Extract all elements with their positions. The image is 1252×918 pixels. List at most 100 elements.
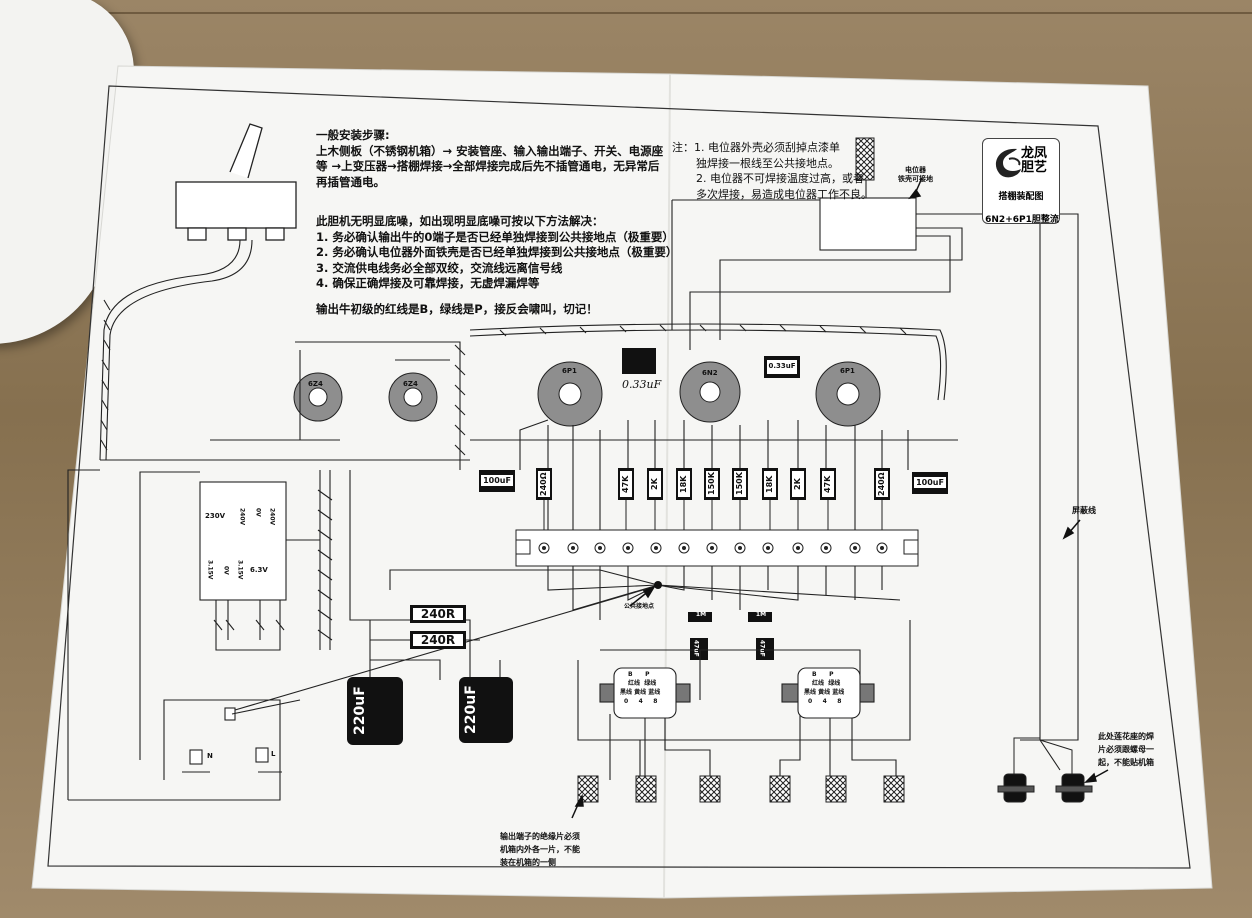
pot-note: 注：1. 电位器外壳必须刮掉点漆单 独焊接一根线至公共接地点。 2. 电位器不可…	[672, 140, 872, 202]
vertical-resistor-group	[536, 468, 890, 530]
brand-name: 龙凤胆艺	[1021, 146, 1048, 175]
rectifier-tube-2	[388, 372, 438, 422]
tap-bottom: 6.3V	[250, 566, 268, 574]
cap-220uf-left	[347, 677, 403, 745]
output-transformer-left	[599, 667, 691, 719]
tap-top: 0V	[254, 508, 262, 517]
tube-label-rect-1: 6Z4	[308, 380, 323, 388]
ot-tap: B	[628, 671, 633, 678]
install-steps: 一般安装步骤: 上木侧板（不锈钢机箱）→ 安装管座、输入输出端子、开关、电源座 …	[316, 128, 663, 190]
coupling-cap-label: 0.33uF	[768, 362, 796, 370]
install-steps-title: 一般安装步骤:	[316, 128, 390, 142]
common-ground-point	[654, 581, 662, 589]
power-transformer	[199, 481, 287, 601]
ot-tap: 4	[822, 698, 827, 705]
hum-tip-line: 2. 务必确认电位器外面铁壳是否已经单独焊接到公共接地点（极重要）	[316, 245, 678, 259]
cap-47uf-label: 47uF	[758, 640, 766, 657]
vertical-resistor-label: 240Ω	[539, 472, 548, 496]
vertical-resistor-label: 47K	[621, 475, 630, 493]
ot-tap: 0	[624, 698, 629, 705]
vertical-resistor-label: 150K	[735, 472, 744, 496]
ot-wire: 蓝线	[648, 689, 661, 696]
speaker-terminal	[699, 775, 721, 803]
ot-tap: 8	[653, 698, 658, 705]
ot-wire: 黄线	[634, 689, 647, 696]
vertical-resistor-label: 2K	[650, 478, 659, 490]
hum-tip-line: 1. 务必确认输出牛的0端子是否已经单独焊接到公共接地点（极重要）	[316, 229, 674, 244]
input-terminal-note-line: 起，不能贴机箱	[1098, 758, 1154, 767]
mains-neutral-label: N	[207, 752, 213, 760]
tap-bottom: 3.15V	[206, 560, 214, 580]
power-tube-left-6p1	[537, 361, 603, 427]
cap-47uf-label: 47uF	[692, 640, 700, 657]
pot-label: 电位器 铁壳可接地	[898, 166, 933, 183]
hum-tip-line: 4. 确保正确焊接及可靠焊接，无虚焊漏焊等	[316, 276, 540, 290]
mains-input-box	[67, 469, 661, 801]
tube-label-left-power: 6P1	[562, 367, 577, 375]
tap-bottom: 3.15V	[236, 560, 244, 580]
handwritten-cap-value: 0.33uF	[622, 378, 662, 391]
ot-wire: 红线	[628, 680, 641, 687]
rectifier-tube-1	[293, 372, 343, 422]
ot-wire: 绿线	[828, 680, 841, 687]
twisted-ac-wire	[99, 239, 253, 461]
resistor-240r-1	[410, 605, 466, 623]
speaker-terminal	[883, 775, 905, 803]
tap-top: 240V	[268, 508, 276, 526]
speaker-terminals	[577, 775, 905, 803]
resistor-1m-label: 1M	[695, 611, 707, 618]
resistor-240r-label: 240R	[420, 633, 456, 647]
cap-100uf-right: 100uF	[912, 472, 948, 494]
wiring-warning: 输出牛初级的红线是B，绿线是P，接反会啸叫，切记！	[316, 301, 598, 316]
input-terminal-note-line: 片必须跟螺母一	[1098, 745, 1154, 754]
speaker-terminal	[577, 775, 599, 803]
vertical-resistor-label: 18K	[679, 475, 688, 493]
cap-100uf-left: 100uF	[479, 470, 515, 492]
vertical-resistor-label: 2K	[793, 478, 802, 490]
dragon-icon	[995, 148, 1021, 178]
ot-wire: 红线	[812, 680, 825, 687]
pot-note-line: 注：1. 电位器外壳必须刮掉点漆单	[672, 141, 840, 154]
ot-left-labels: B P 红线 绿线 黑线 黄线 蓝线 0 4 8	[620, 670, 661, 706]
brand-logo: 龙凤胆艺 搭棚装配图	[982, 138, 1060, 224]
output-terminal-note-line: 输出端子的绝缘片必须	[500, 832, 580, 841]
vertical-resistor-label: 150K	[707, 472, 716, 496]
speaker-terminal	[825, 775, 847, 803]
ot-wire: 黄线	[818, 689, 831, 696]
ot-wire: 黑线	[804, 689, 817, 696]
install-step-line: 再插管通电。	[316, 174, 385, 189]
install-step-line: 等 →上变压器→搭棚焊接→全部焊接完成后先不插管通电，无异常后	[316, 159, 660, 173]
resistor-240r-2	[410, 631, 466, 649]
cap-220uf-right	[459, 677, 513, 743]
primary-voltage: 230V	[205, 512, 226, 520]
cap-47uf-right	[756, 638, 774, 660]
pot-note-line: 多次焊接，易造成电位器工作不良。	[696, 187, 872, 201]
tube-label-rect-2: 6Z4	[403, 380, 418, 388]
tube-label-right-power: 6P1	[840, 367, 855, 375]
tap-bottom: 0V	[222, 566, 230, 575]
ot-tap: 8	[837, 698, 842, 705]
ot-tap: P	[645, 671, 650, 678]
vertical-resistor-label: 240Ω	[877, 472, 886, 496]
cap-220uf-left-label: 220uF	[352, 686, 368, 736]
ot-right-labels: B P 红线 绿线 黑线 黄线 蓝线 0 4 8	[804, 670, 845, 706]
tap-top: 240V	[238, 508, 246, 526]
speaker-terminal	[769, 775, 791, 803]
shield-wire-label: 屏蔽线	[1072, 506, 1096, 515]
ot-tap: 0	[808, 698, 813, 705]
cap-100uf-right-label: 100uF	[914, 477, 946, 488]
cap-220uf-right-label: 220uF	[463, 685, 479, 735]
speaker-terminal	[635, 775, 657, 803]
pot-note-line: 2. 电位器不可焊接温度过高，或者	[696, 172, 864, 185]
hum-tips: 此胆机无明显底噪，如出现明显底噪可按以下方法解决： 1. 务必确认输出牛的0端子…	[316, 214, 677, 317]
ot-tap: 4	[638, 698, 643, 705]
driver-tube-6n2	[679, 361, 741, 423]
cap-100uf-left-label: 100uF	[481, 475, 513, 486]
brand-subtitle: 搭棚装配图	[998, 192, 1044, 202]
resistor-240r-label: 240R	[420, 607, 456, 621]
vertical-resistor-label: 47K	[823, 475, 832, 493]
ot-wire: 蓝线	[832, 689, 845, 696]
tube-label-driver: 6N2	[702, 369, 718, 377]
input-terminal-note: 此处莲花座的焊 片必须跟螺母一 起，不能贴机箱	[1098, 730, 1154, 769]
